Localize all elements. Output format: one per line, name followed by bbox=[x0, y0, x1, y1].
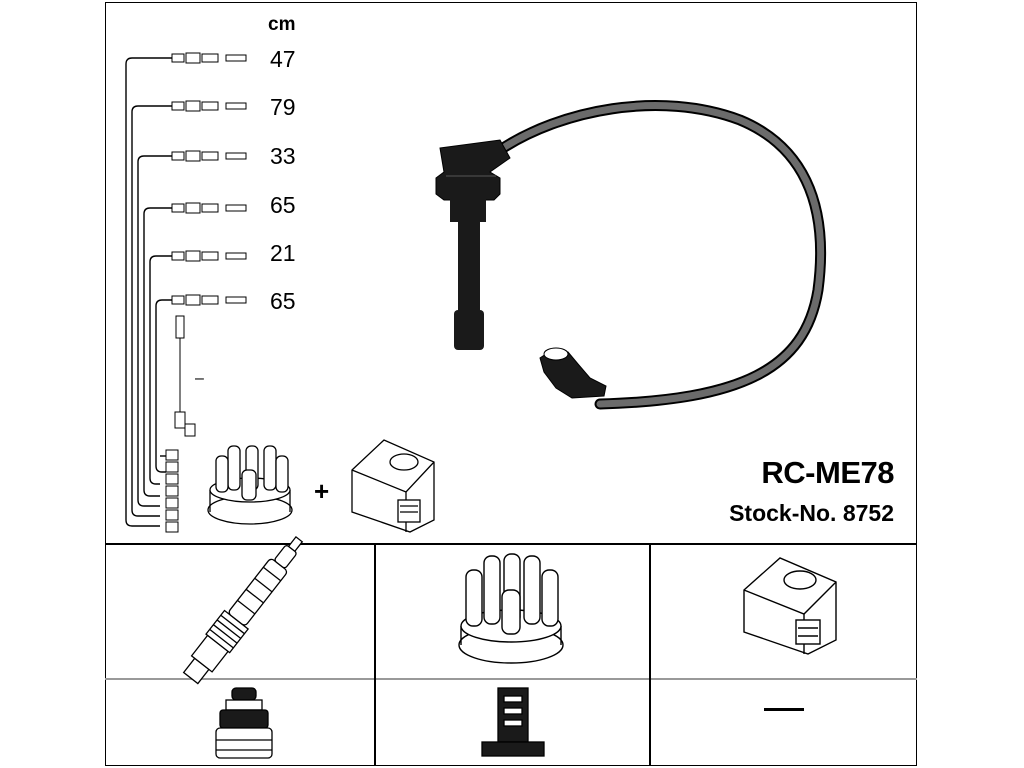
cable-length-2: 79 bbox=[270, 94, 296, 120]
stock-number: Stock-No. 8752 bbox=[729, 500, 894, 526]
cable-length-5: 21 bbox=[270, 240, 296, 266]
cable-length-6: 65 bbox=[270, 288, 296, 314]
unit-label: cm bbox=[268, 14, 296, 35]
divider-main bbox=[105, 543, 917, 545]
ignition-coil-icon bbox=[743, 557, 837, 655]
coil-lead-icon bbox=[174, 315, 196, 437]
divider-col-2 bbox=[649, 543, 651, 766]
divider-lower bbox=[105, 678, 917, 680]
divider-col-1 bbox=[374, 543, 376, 766]
end-terminal-icons bbox=[165, 449, 179, 533]
ignition-coil-small-icon bbox=[351, 439, 435, 533]
ignition-lead-icon bbox=[435, 100, 827, 410]
plus-sign: + bbox=[314, 476, 330, 506]
extra-cable-dash: – bbox=[195, 370, 204, 387]
cable-length-4: 65 bbox=[270, 192, 296, 218]
diagram-frame bbox=[105, 2, 917, 766]
cable-set-icon bbox=[125, 57, 172, 527]
bottom-right-value bbox=[764, 708, 804, 711]
cable-length-1: 47 bbox=[270, 46, 296, 72]
distributor-cap-small-icon bbox=[207, 445, 293, 525]
cable-length-3: 33 bbox=[270, 143, 296, 169]
plug-connector-icon bbox=[215, 687, 273, 759]
coil-connector-icon bbox=[481, 687, 545, 757]
cable-terminal-icons bbox=[171, 52, 247, 306]
part-code: RC-ME78 bbox=[761, 455, 894, 490]
spark-plug-icon bbox=[182, 535, 304, 685]
distributor-cap-icon bbox=[458, 553, 564, 664]
